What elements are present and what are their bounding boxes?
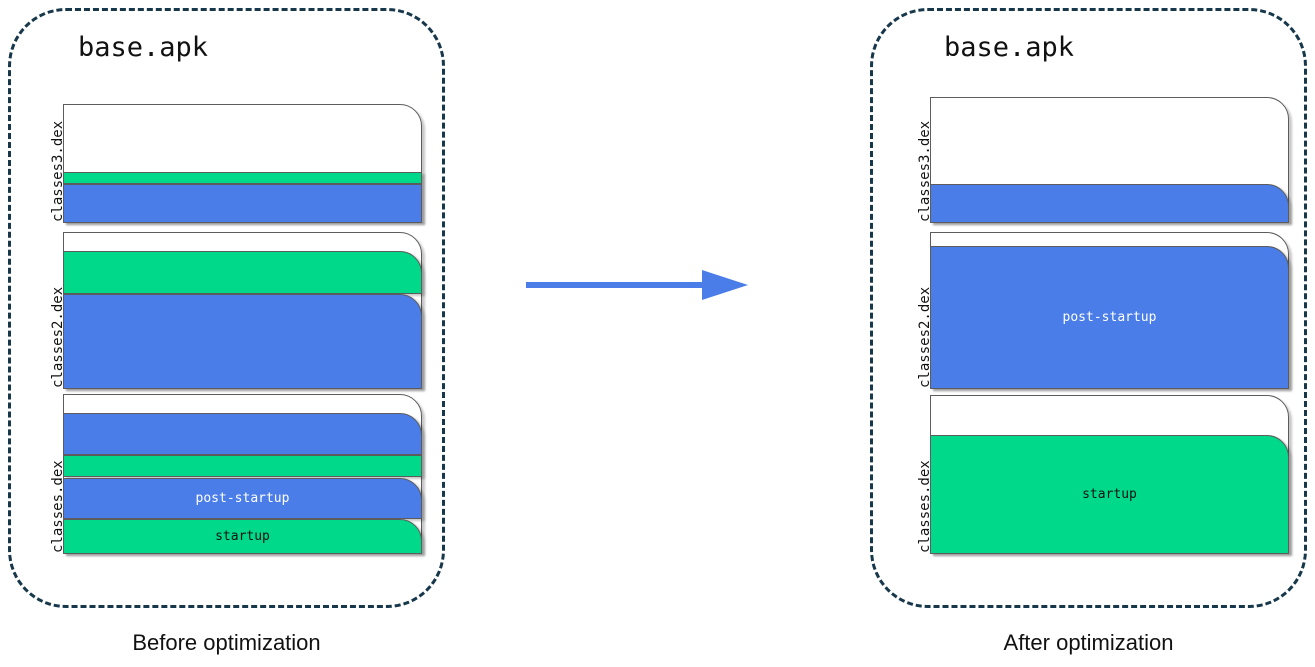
caption-before: Before optimization	[132, 630, 321, 655]
band-post-startup	[63, 294, 422, 389]
band-startup	[63, 455, 422, 477]
dex-box-classes-before: post-startup startup	[63, 394, 422, 554]
band-post-startup	[930, 184, 1289, 223]
dex-box-classes3-before	[63, 104, 422, 223]
dex-box-classes-after: startup	[930, 395, 1289, 554]
dex-box-classes2-before	[63, 232, 422, 389]
apk-title-before: base.apk	[78, 32, 209, 63]
band-post-startup-labeled: post-startup	[930, 246, 1289, 389]
apk-title-after: base.apk	[944, 32, 1075, 63]
band-startup-labeled: startup	[930, 435, 1289, 554]
band-startup	[63, 172, 422, 184]
dex-box-classes2-after: post-startup	[930, 232, 1289, 389]
caption-after: After optimization	[1003, 630, 1174, 655]
transform-arrow	[520, 262, 760, 312]
band-startup	[63, 251, 422, 294]
band-startup-labeled: startup	[63, 519, 422, 554]
band-post-startup	[63, 413, 422, 455]
band-post-startup	[63, 184, 422, 223]
dex-box-classes3-after	[930, 97, 1289, 223]
band-post-startup-labeled: post-startup	[63, 478, 422, 519]
